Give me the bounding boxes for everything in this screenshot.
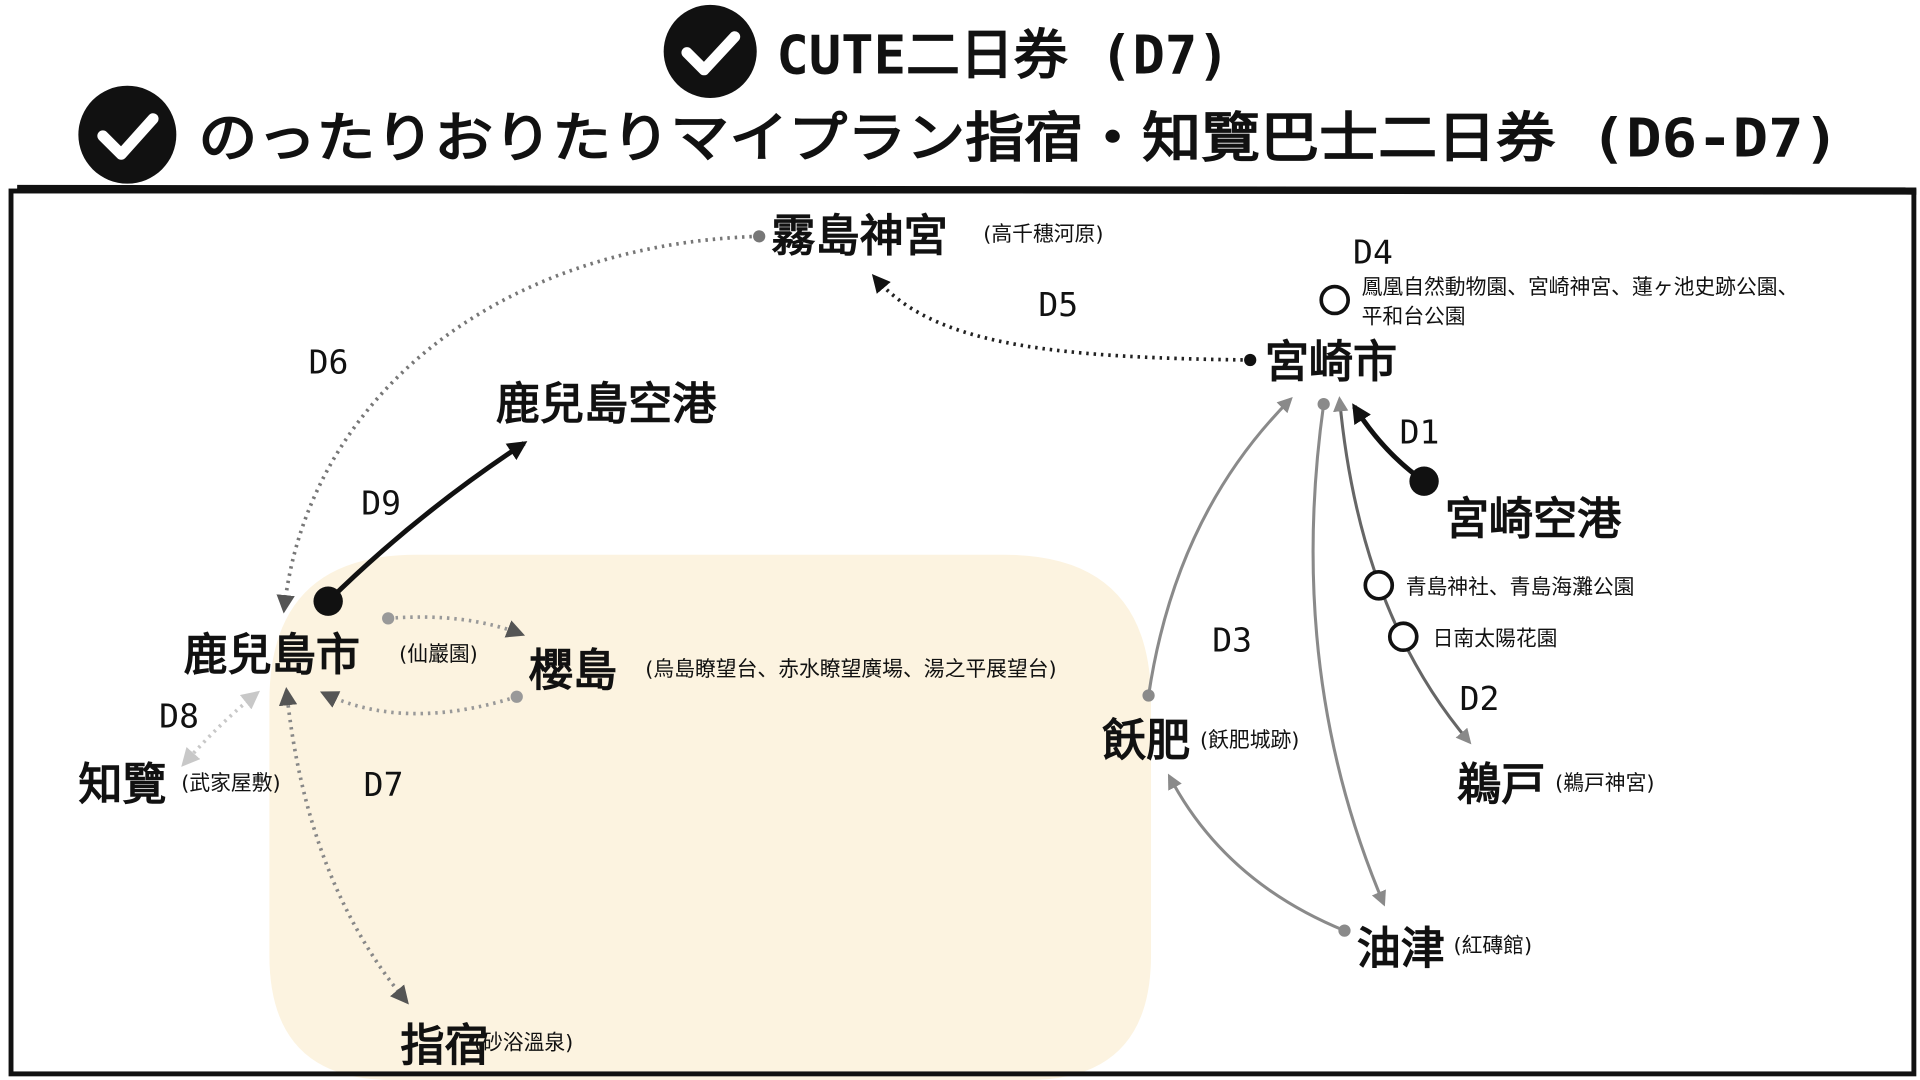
note-sengan: (仙巖園) [399,642,478,666]
place-udo: 鵜戸 [1457,760,1545,811]
stop-circle-icon [1363,570,1395,601]
place-kirishima: 霧島神宮 [771,211,947,262]
stops-d4-line2: 平和台公園 [1362,304,1466,328]
title-line1: CUTE二日券 (D7) [776,23,1229,86]
place-aburatsu: 油津 [1357,924,1445,975]
day-label-d8: D8 [159,696,199,735]
stop-circle-icon [1319,284,1350,316]
route-d6 [276,234,760,614]
day-label-d5: D5 [1038,285,1078,324]
day-label-d7: D7 [364,765,404,804]
route-aburatsu-obi [1167,773,1346,933]
place-miyazaki-city: 宮崎市 [1265,337,1397,388]
note-obi: (飫肥城跡) [1200,728,1299,752]
day-label-d9: D9 [361,483,401,522]
place-kagoshima-airport: 鹿兒島空港 [496,379,717,430]
place-chiran: 知覽 [78,760,166,811]
route-sengan [388,615,526,638]
day-label-d3: D3 [1212,620,1252,659]
stop-aoshima: 青島神社、青島海灘公園 [1406,575,1635,599]
note-udo: (鵜戸神宮) [1555,771,1654,795]
day-label-d6: D6 [309,342,349,381]
stop-circle-icon [1387,621,1419,653]
note-aburatsu: (紅磚館) [1453,934,1532,958]
place-sakurajima: 櫻島 [528,646,617,697]
day-label-d4: D4 [1353,232,1393,271]
route-d9 [326,441,528,603]
note-kirishima: (高千穗河原) [983,222,1103,246]
day-label-d1: D1 [1400,412,1440,451]
place-miyazaki-airport: 宮崎空港 [1445,494,1622,545]
stop-nichinan: 日南太陽花園 [1433,626,1558,650]
check-circle-icon [78,85,177,184]
title-line2: のったりおりたりマイプラン指宿・知覽巴士二日券 (D6-D7) [198,107,1839,170]
route-d8-chiran [181,690,261,767]
route-d3-obi-miyazaki [1147,397,1293,696]
stops-d4-line1: 鳳凰自然動物園、宮崎神宮、蓮ヶ池史跡公園、 [1362,275,1799,299]
check-circle-icon [663,4,757,98]
note-ibusuki: (砂浴溫泉) [474,1030,573,1054]
day-label-d2: D2 [1460,679,1500,718]
place-obi: 飫肥 [1102,716,1190,767]
ibusuki-area-highlight [269,554,1152,1080]
note-sakurajima: (烏島瞭望台、赤水瞭望廣場、湯之平展望台) [645,657,1056,681]
place-kagoshima-city: 鹿兒島市 [184,630,360,681]
note-chiran: (武家屋敷) [181,771,280,795]
place-ibusuki: 指宿 [400,1020,488,1071]
route-d7-ibusuki [278,686,409,1005]
route-miyazaki-aburatsu [1311,403,1386,907]
